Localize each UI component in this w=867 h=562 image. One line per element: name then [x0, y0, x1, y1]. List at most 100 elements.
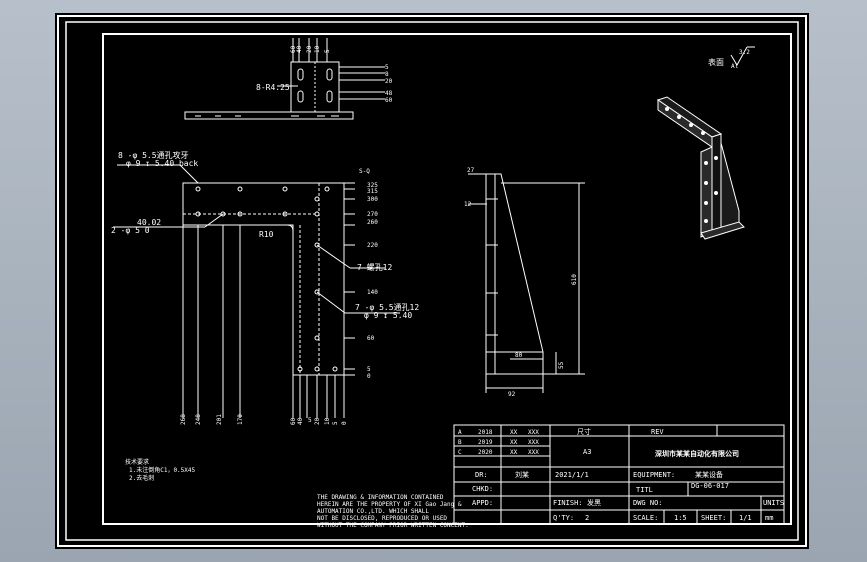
sheet-value: 1/1: [739, 514, 752, 522]
surface-note: 表面: [708, 57, 724, 67]
size-value: A3: [583, 448, 591, 456]
scale-label: SCALE:: [633, 514, 658, 522]
front-view-outline: [182, 182, 345, 376]
rev-row-b-col-0: B: [458, 439, 462, 446]
rev-row-c-col-0: C: [458, 449, 462, 456]
plan-dim-60: 60: [290, 45, 297, 53]
side-dim-80: 80: [515, 352, 523, 359]
front-callout-left-1: 40.02: [137, 218, 161, 227]
front-callout-top-2: φ 9 ↧ 5.40 back: [126, 159, 198, 168]
side-dim-92: 92: [508, 391, 516, 398]
front-bdim-170: 170: [237, 414, 244, 425]
qty-label: Q'TY:: [553, 514, 574, 522]
front-callout-top-1: 8 -φ 5.5通孔攻牙: [118, 150, 189, 160]
plan-hole-callout: 8-R4.25: [256, 83, 290, 92]
plan-rdim-20: 20: [385, 78, 393, 85]
cad-drawing: 8-R4.25 60 40 20 10 5 5 8 20 48 60: [57, 15, 807, 547]
copyright-line: WITHOUT THE COMPANY PRIOR WRITTEN CONCEN…: [317, 522, 469, 529]
plan-dim-40: 40: [296, 45, 303, 53]
front-bdim-268: 268: [180, 414, 187, 425]
front-rdim-260: 260: [367, 219, 378, 226]
front-right-dims: S-Q 325 315 300 270 260 220 140 60 5 0: [359, 168, 378, 380]
rev-row-c-col-3: XXX: [528, 449, 539, 456]
finish-value: 发黑: [587, 498, 601, 507]
front-callout-mid-1: 7-螺孔12: [357, 262, 392, 272]
notes-title: 技术要求: [125, 458, 149, 466]
front-rdim-220: 220: [367, 242, 378, 249]
size-label: 尺寸: [577, 427, 591, 436]
dr-value: 刘某: [515, 470, 529, 479]
rev-row-a-col-1: 2018: [478, 429, 493, 436]
plan-view: [184, 38, 385, 120]
roughness-symbol: [730, 46, 755, 66]
front-bdim-10: 10: [324, 417, 331, 425]
copyright-block: THE DRAWING & INFORMATION CONTAINED HERE…: [317, 494, 469, 529]
front-rdim-325: 325: [367, 182, 378, 189]
front-rdim-140: 140: [367, 289, 378, 296]
side-dim-610: 610: [571, 274, 578, 285]
front-callout-left-2: 2 -φ 5 0: [111, 226, 150, 235]
front-rdim-270: 270: [367, 211, 378, 218]
notes-line-1: 1.未注倒角C1，0.5X45: [129, 466, 196, 474]
title-block: [453, 424, 785, 525]
plan-rdim-48: 48: [385, 90, 393, 97]
front-mark-5: 5: [308, 417, 312, 424]
appd-label: APPD:: [472, 499, 493, 507]
middle-border: [65, 21, 799, 541]
plan-rdim-5: 5: [385, 64, 389, 71]
plan-right-dims: 5 8 20 48 60: [385, 64, 393, 104]
plan-top-dims: 60 40 20 10 5: [290, 45, 331, 53]
roughness-value: 3.2: [739, 49, 750, 56]
front-callout-mid-2: 7 -φ 5.5通孔12: [355, 302, 419, 312]
rev-row-b-col-1: 2019: [478, 439, 493, 446]
units-label: UNITS: [763, 499, 784, 507]
front-rdim-0: 0: [367, 373, 371, 380]
company-name: 深圳市某某自动化有限公司: [655, 449, 739, 458]
sheet-label: SHEET:: [701, 514, 726, 522]
copyright-line: AUTOMATION CO.,LTD. WHICH SHALL: [317, 508, 429, 515]
units-value: mm: [765, 514, 773, 522]
finish-label: FINISH:: [553, 499, 583, 507]
dwg-label: DWG NO:: [633, 499, 663, 507]
front-rdim-5: 5: [367, 366, 371, 373]
front-bdim-201: 201: [216, 414, 223, 425]
title-label: TITL: [636, 486, 653, 494]
front-rdim-300: 300: [367, 196, 378, 203]
date-value: 2021/1/1: [555, 471, 589, 479]
front-bdim-40: 40: [297, 417, 304, 425]
plan-view-base: [184, 111, 354, 120]
material-label: Al: [731, 63, 739, 70]
side-dim-27: 27: [467, 167, 475, 174]
front-rdim-sq: S-Q: [359, 168, 370, 175]
equipment-value: 某某设备: [695, 470, 723, 479]
revision-table: A 2018 XX XXX B 2019 XX XXX C 2020 XX XX…: [458, 429, 539, 456]
plan-rdim-60: 60: [385, 97, 393, 104]
side-dims: 27 12 610 80 92 55: [464, 167, 578, 398]
drawing-sheet: 8-R4.25 60 40 20 10 5 5 8 20 48 60: [55, 13, 809, 549]
front-view: [113, 164, 400, 418]
rev-row-a-col-0: A: [458, 429, 462, 436]
front-rdim-315: 315: [367, 188, 378, 195]
chkd-label: CHKD:: [472, 485, 493, 493]
rev-row-b-col-3: XXX: [528, 439, 539, 446]
dr-label: DR:: [475, 471, 488, 479]
front-bdim-248: 248: [195, 414, 202, 425]
qty-value: 2: [585, 514, 589, 522]
front-rdim-60: 60: [367, 335, 375, 342]
plan-dim-5: 5: [324, 49, 331, 53]
rev-row-b-col-2: XX: [510, 439, 518, 446]
inner-frame: [102, 33, 792, 525]
front-bdim-60: 60: [290, 417, 297, 425]
copyright-line: THE DRAWING & INFORMATION CONTAINED: [317, 494, 444, 501]
title-value: DG-06-017: [691, 482, 729, 490]
outer-border: [57, 15, 807, 547]
plan-rdim-8: 8: [385, 71, 389, 78]
rev-row-a-col-3: XXX: [528, 429, 539, 436]
front-bdim-0: 0: [341, 421, 348, 425]
rev-row-c-col-1: 2020: [478, 449, 493, 456]
front-radius-label: R10: [259, 230, 274, 239]
side-view: [468, 173, 585, 393]
rev-row-c-col-2: XX: [510, 449, 518, 456]
rev-row-a-col-2: XX: [510, 429, 518, 436]
copyright-line: HEREIN ARE THE PROPERTY OF XI Gao Jang &: [317, 501, 462, 508]
